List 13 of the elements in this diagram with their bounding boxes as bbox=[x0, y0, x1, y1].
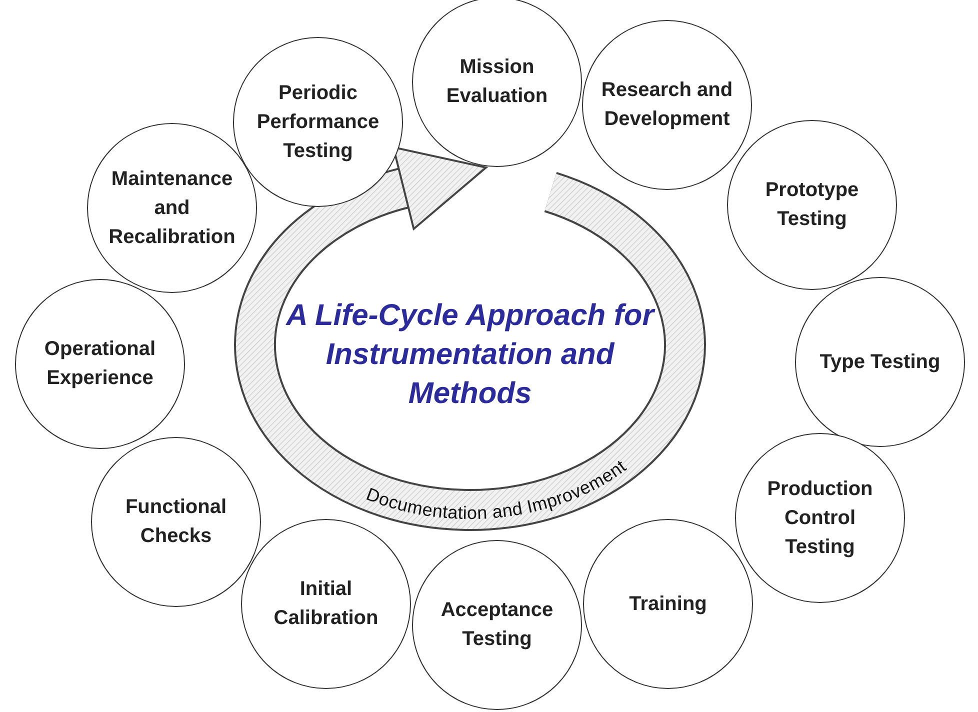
stage-label: Training bbox=[628, 592, 708, 616]
stage-label: Functional Checks bbox=[124, 495, 228, 549]
stage-label: Research and Development bbox=[600, 78, 734, 132]
stage-label: Periodic Performance Testing bbox=[256, 80, 380, 164]
stage-label: Maintenance and Recalibration bbox=[108, 166, 236, 250]
stage-label: Mission Evaluation bbox=[445, 55, 549, 109]
stage-label: Type Testing bbox=[818, 350, 942, 374]
stage-label: Operational Experience bbox=[43, 337, 157, 391]
center-title: A Life-Cycle Approach for Instrumentation and Methods bbox=[285, 298, 655, 412]
stage-label: Acceptance Testing bbox=[440, 598, 554, 652]
stage-label: Initial Calibration bbox=[272, 577, 380, 631]
stage-label: Production Control Testing bbox=[766, 476, 874, 560]
stage-label: Prototype Testing bbox=[764, 178, 860, 232]
